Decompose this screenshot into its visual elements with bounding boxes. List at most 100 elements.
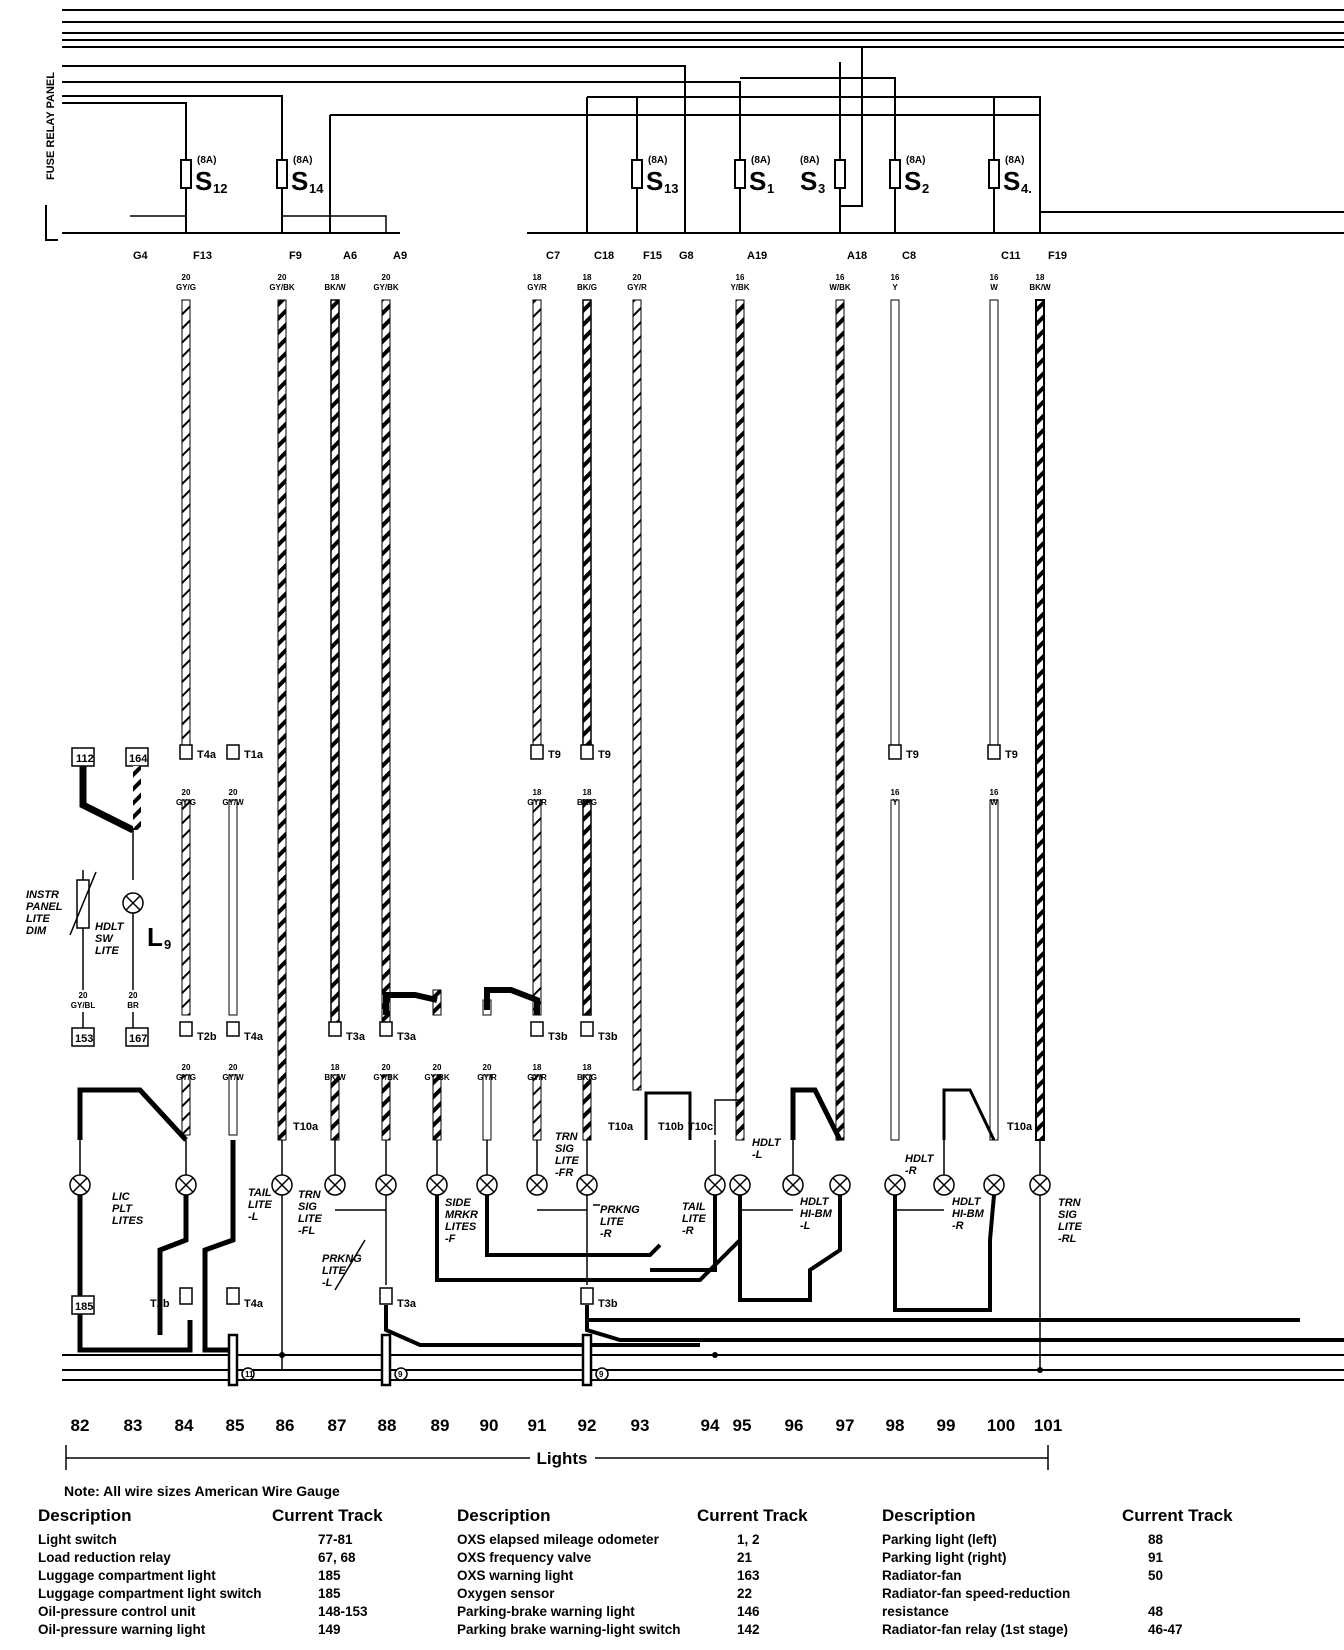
legend-column-2: Description Current Track OXS elapsed mi… bbox=[457, 1506, 857, 1640]
svg-text:101: 101 bbox=[1034, 1416, 1062, 1435]
svg-text:Y: Y bbox=[892, 283, 898, 292]
svg-text:INSTR: INSTR bbox=[26, 889, 59, 901]
svg-text:16: 16 bbox=[836, 273, 845, 282]
svg-text:TAIL: TAIL bbox=[248, 1187, 272, 1199]
legend-row: Radiator-fan speed-reduction bbox=[882, 1586, 1071, 1601]
svg-text:18: 18 bbox=[1036, 273, 1045, 282]
svg-text:W: W bbox=[990, 283, 998, 292]
current-track-header: Current Track bbox=[1122, 1506, 1233, 1525]
prkng-lite-l-label: PRKNG LITE -L bbox=[322, 1253, 362, 1289]
svg-text:GY/G: GY/G bbox=[176, 798, 196, 807]
fuse-s12: (8A) S 12 bbox=[180, 155, 227, 196]
svg-text:9: 9 bbox=[398, 1370, 403, 1379]
prkng-lite-r-label: PRKNG LITE -R bbox=[600, 1204, 640, 1240]
svg-text:S: S bbox=[904, 166, 921, 196]
svg-text:C18: C18 bbox=[594, 250, 614, 262]
tail-lite-l-label: TAIL LITE -L bbox=[248, 1187, 272, 1223]
svg-text:20: 20 bbox=[182, 273, 191, 282]
top-bus-lines bbox=[62, 9, 1344, 233]
svg-text:LITE: LITE bbox=[1058, 1221, 1082, 1233]
fuse-s4: (8A) S 4. bbox=[988, 155, 1032, 196]
svg-text:F19: F19 bbox=[1048, 250, 1067, 262]
svg-text:(8A): (8A) bbox=[293, 155, 312, 166]
svg-text:-R: -R bbox=[905, 1165, 917, 1177]
svg-text:T10a: T10a bbox=[1007, 1121, 1033, 1133]
svg-text:A18: A18 bbox=[847, 250, 867, 262]
svg-text:SIDE: SIDE bbox=[445, 1197, 471, 1209]
svg-text:20: 20 bbox=[278, 273, 287, 282]
legend-row: Parking light (right)91 bbox=[882, 1550, 1164, 1565]
svg-text:18: 18 bbox=[533, 788, 542, 797]
svg-text:HDLT: HDLT bbox=[800, 1196, 830, 1208]
svg-text:14: 14 bbox=[309, 181, 324, 196]
vertical-wires bbox=[181, 299, 1045, 1141]
svg-text:T9: T9 bbox=[548, 749, 561, 761]
svg-text:LITES: LITES bbox=[112, 1215, 144, 1227]
svg-text:18: 18 bbox=[583, 273, 592, 282]
svg-text:9: 9 bbox=[164, 937, 171, 952]
svg-text:97: 97 bbox=[836, 1416, 855, 1435]
svg-text:-FL: -FL bbox=[298, 1225, 315, 1237]
svg-text:A19: A19 bbox=[747, 250, 767, 262]
ref-box-185: 185 bbox=[71, 1295, 95, 1315]
svg-text:T9: T9 bbox=[1005, 749, 1018, 761]
svg-text:83: 83 bbox=[124, 1416, 143, 1435]
svg-text:T4a: T4a bbox=[244, 1031, 264, 1043]
svg-text:GY/R: GY/R bbox=[527, 1073, 547, 1082]
svg-text:96: 96 bbox=[785, 1416, 804, 1435]
svg-text:16: 16 bbox=[990, 273, 999, 282]
svg-text:SIG: SIG bbox=[298, 1201, 317, 1213]
svg-text:T3a: T3a bbox=[397, 1031, 417, 1043]
svg-text:16: 16 bbox=[736, 273, 745, 282]
svg-text:A9: A9 bbox=[393, 250, 407, 262]
svg-text:Y: Y bbox=[892, 798, 898, 807]
svg-text:LITE: LITE bbox=[322, 1265, 346, 1277]
svg-text:85: 85 bbox=[226, 1416, 245, 1435]
svg-text:GY/G: GY/G bbox=[176, 283, 196, 292]
svg-text:18: 18 bbox=[583, 788, 592, 797]
current-track-header: Current Track bbox=[697, 1506, 808, 1525]
wiring-diagram: FUSE RELAY PANEL (8A) S 12 (8A) S 14 bbox=[26, 9, 1344, 1470]
svg-text:C7: C7 bbox=[546, 250, 560, 262]
svg-text:(8A): (8A) bbox=[197, 155, 216, 166]
svg-text:82: 82 bbox=[71, 1416, 90, 1435]
svg-text:T10a: T10a bbox=[293, 1121, 319, 1133]
svg-text:T10b: T10b bbox=[658, 1121, 684, 1133]
svg-text:GY/R: GY/R bbox=[527, 798, 547, 807]
fuse-s3: (8A) S 3 bbox=[800, 155, 846, 196]
svg-text:T10c: T10c bbox=[688, 1121, 713, 1133]
svg-text:C11: C11 bbox=[1001, 250, 1021, 262]
svg-text:GY/R: GY/R bbox=[627, 283, 647, 292]
ref-box-112: 112 bbox=[71, 747, 95, 767]
description-header: Description bbox=[882, 1506, 976, 1525]
svg-text:BR: BR bbox=[127, 1001, 139, 1010]
hdlt-r-label: HDLT -R bbox=[905, 1153, 935, 1177]
svg-text:T2b: T2b bbox=[197, 1031, 217, 1043]
svg-text:84: 84 bbox=[175, 1416, 194, 1435]
svg-text:164: 164 bbox=[129, 753, 148, 765]
svg-text:A6: A6 bbox=[343, 250, 357, 262]
svg-text:18: 18 bbox=[331, 1063, 340, 1072]
trn-sig-lite-fl-label: TRN SIG LITE -FL bbox=[298, 1189, 322, 1237]
current-track-header: Current Track bbox=[272, 1506, 383, 1525]
svg-text:BK/W: BK/W bbox=[324, 1073, 346, 1082]
svg-text:S: S bbox=[291, 166, 308, 196]
svg-text:S: S bbox=[800, 166, 817, 196]
svg-text:SIG: SIG bbox=[1058, 1209, 1077, 1221]
svg-text:4.: 4. bbox=[1021, 181, 1032, 196]
svg-text:G4: G4 bbox=[133, 250, 149, 262]
svg-text:PRKNG: PRKNG bbox=[322, 1253, 362, 1265]
svg-text:13: 13 bbox=[664, 181, 678, 196]
fuse-s14: (8A) S 14 bbox=[276, 155, 324, 196]
svg-text:-L: -L bbox=[248, 1211, 259, 1223]
side-mrkr-lites-label: SIDE MRKR LITES -F bbox=[445, 1197, 478, 1245]
svg-text:HDLT: HDLT bbox=[952, 1196, 982, 1208]
svg-text:HDLT: HDLT bbox=[905, 1153, 935, 1165]
svg-text:GY/BK: GY/BK bbox=[373, 1073, 399, 1082]
svg-text:16: 16 bbox=[990, 788, 999, 797]
svg-text:HI-BM: HI-BM bbox=[800, 1208, 833, 1220]
